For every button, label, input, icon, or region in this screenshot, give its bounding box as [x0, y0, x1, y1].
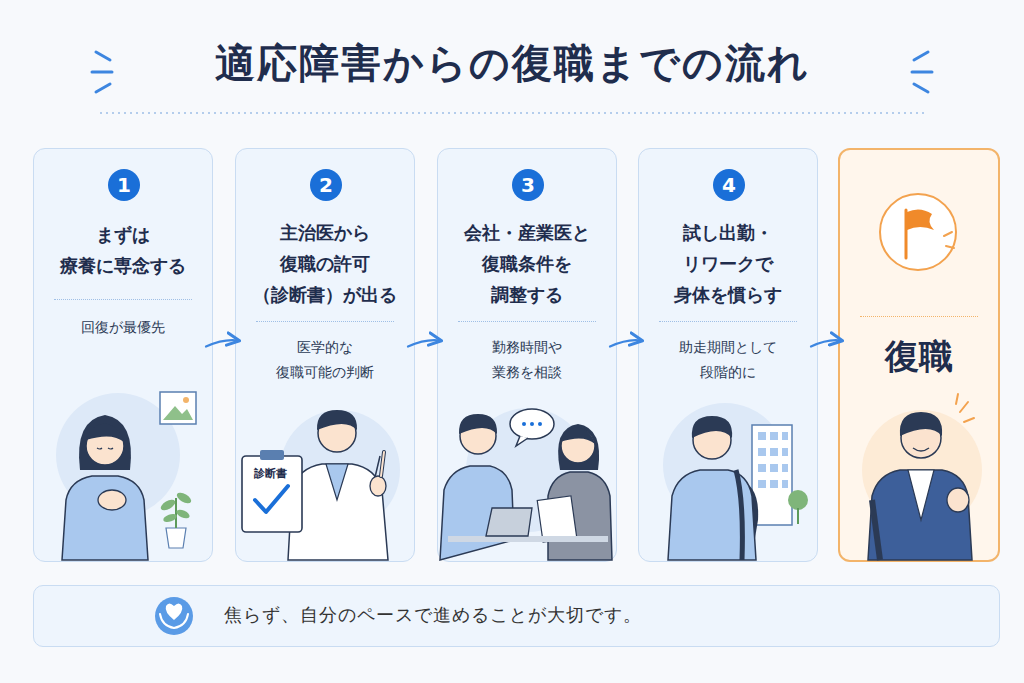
dotted-separator — [860, 316, 978, 317]
note-band: 焦らず、自分のペースで進めることが大切です。 — [33, 585, 1000, 647]
flow-arrow — [610, 340, 641, 346]
step-heading: 会社・産業医と 復職条件を 調整する — [451, 217, 603, 310]
dotted-separator — [458, 321, 596, 322]
step-number: 1 — [108, 169, 140, 201]
goal-text: 復職 — [840, 334, 998, 380]
step-detail: 助走期間として 段階的に — [664, 335, 792, 385]
step-number-text: 1 — [117, 173, 131, 197]
flow-arrow — [408, 340, 440, 346]
step-number: 2 — [310, 169, 342, 201]
goal-card: 復職 — [838, 148, 1000, 562]
note-text: 焦らず、自分のペースで進めることが大切です。 — [224, 603, 642, 627]
step-card: 主治医から 復職の許可 （診断書）が出る医学的な 復職可能の判断 2 — [235, 148, 415, 562]
step-detail: 医学的な 復職可能の判断 — [261, 335, 389, 385]
step-number: 3 — [512, 169, 544, 201]
step-card: 会社・産業医と 復職条件を 調整する勤務時間や 業務を相談 3 — [437, 148, 617, 562]
flow-arrow — [206, 340, 238, 346]
step-number-text: 4 — [722, 173, 736, 197]
step-heading: 主治医から 復職の許可 （診断書）が出る — [249, 217, 401, 310]
step-card: まずは 療養に専念する回復が最優先 1 — [33, 148, 213, 562]
step-number: 4 — [713, 169, 745, 201]
clipboard-label: 診断書 — [254, 466, 287, 481]
step-heading: まずは 療養に専念する — [47, 219, 199, 281]
dotted-separator — [659, 321, 797, 322]
step-number-text: 2 — [319, 173, 333, 197]
dotted-separator — [256, 321, 394, 322]
dotted-separator — [54, 299, 192, 300]
diagram-title: 適応障害からの復職までの流れ — [0, 36, 1024, 91]
flow-arrow — [811, 340, 841, 346]
step-heading: 試し出勤・ リワークで 身体を慣らす — [652, 217, 804, 310]
step-detail: 勤務時間や 業務を相談 — [463, 335, 591, 385]
step-number-text: 3 — [521, 173, 535, 197]
step-detail: 回復が最優先 — [59, 315, 187, 340]
step-card: 試し出勤・ リワークで 身体を慣らす助走期間として 段階的に 4 — [638, 148, 818, 562]
